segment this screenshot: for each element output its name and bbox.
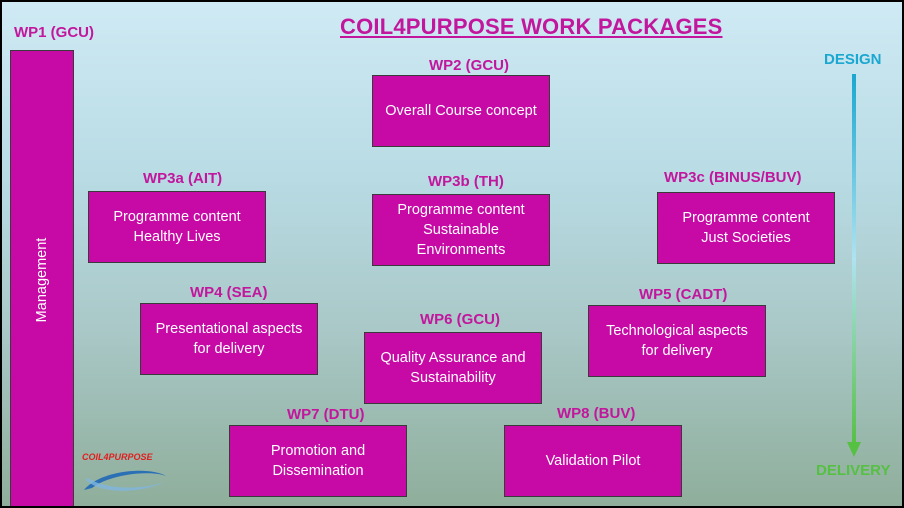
wp3b-line-3: Environments bbox=[416, 242, 506, 258]
management-bar bbox=[10, 50, 74, 506]
design-delivery-arrow bbox=[847, 74, 861, 457]
wp3a-line-2: Healthy Lives bbox=[133, 229, 221, 245]
wp8-line-1: Validation Pilot bbox=[545, 453, 641, 469]
wp3c-line-1: Programme content bbox=[682, 210, 810, 226]
logo-swoosh-icon bbox=[84, 470, 166, 491]
wp7-line-2: Dissemination bbox=[272, 463, 364, 479]
wp5-box: Technological aspects for delivery bbox=[588, 305, 766, 377]
logo: COIL4PURPOSE bbox=[80, 450, 170, 496]
logo-text: COIL4PURPOSE bbox=[82, 452, 153, 462]
wp2-line-1: Overall Course concept bbox=[385, 103, 537, 119]
wp7-label: WP7 (DTU) bbox=[287, 406, 365, 423]
wp5-label: WP5 (CADT) bbox=[639, 286, 728, 303]
design-label: DESIGN bbox=[824, 51, 882, 68]
wp6-box: Quality Assurance and Sustainability bbox=[364, 332, 542, 404]
wp4-label: WP4 (SEA) bbox=[190, 284, 268, 301]
management-text: Management bbox=[34, 237, 50, 323]
wp3a-box: Programme content Healthy Lives bbox=[88, 191, 266, 263]
wp3a-line-1: Programme content bbox=[113, 209, 241, 225]
wp8-box: Validation Pilot bbox=[504, 425, 682, 497]
wp3c-box: Programme content Just Societies bbox=[657, 192, 835, 264]
delivery-label: DELIVERY bbox=[816, 462, 891, 479]
wp4-line-1: Presentational aspects bbox=[155, 321, 303, 337]
wp4-line-2: for delivery bbox=[193, 341, 265, 357]
wp3b-label: WP3b (TH) bbox=[428, 173, 504, 190]
wp6-label: WP6 (GCU) bbox=[420, 311, 500, 328]
wp2-box: Overall Course concept bbox=[372, 75, 550, 147]
wp2-label: WP2 (GCU) bbox=[429, 57, 509, 74]
wp8-label: WP8 (BUV) bbox=[557, 405, 636, 422]
wp4-box: Presentational aspects for delivery bbox=[140, 303, 318, 375]
wp3c-label: WP3c (BINUS/BUV) bbox=[664, 169, 802, 186]
wp3a-label: WP3a (AIT) bbox=[143, 170, 223, 187]
wp3b-box: Programme content Sustainable Environmen… bbox=[372, 194, 550, 266]
wp3c-line-2: Just Societies bbox=[701, 230, 791, 246]
wp5-line-2: for delivery bbox=[641, 343, 713, 359]
wp5-line-1: Technological aspects bbox=[606, 323, 748, 339]
wp1-label: WP1 (GCU) bbox=[14, 24, 94, 41]
wp3b-line-1: Programme content bbox=[397, 202, 525, 218]
wp7-line-1: Promotion and bbox=[270, 443, 366, 459]
page-title: COIL4PURPOSE WORK PACKAGES bbox=[340, 14, 723, 39]
wp3b-line-2: Sustainable bbox=[423, 222, 499, 238]
wp6-line-2: Sustainability bbox=[410, 370, 496, 386]
wp6-line-1: Quality Assurance and bbox=[380, 350, 526, 366]
wp7-box: Promotion and Dissemination bbox=[229, 425, 407, 497]
